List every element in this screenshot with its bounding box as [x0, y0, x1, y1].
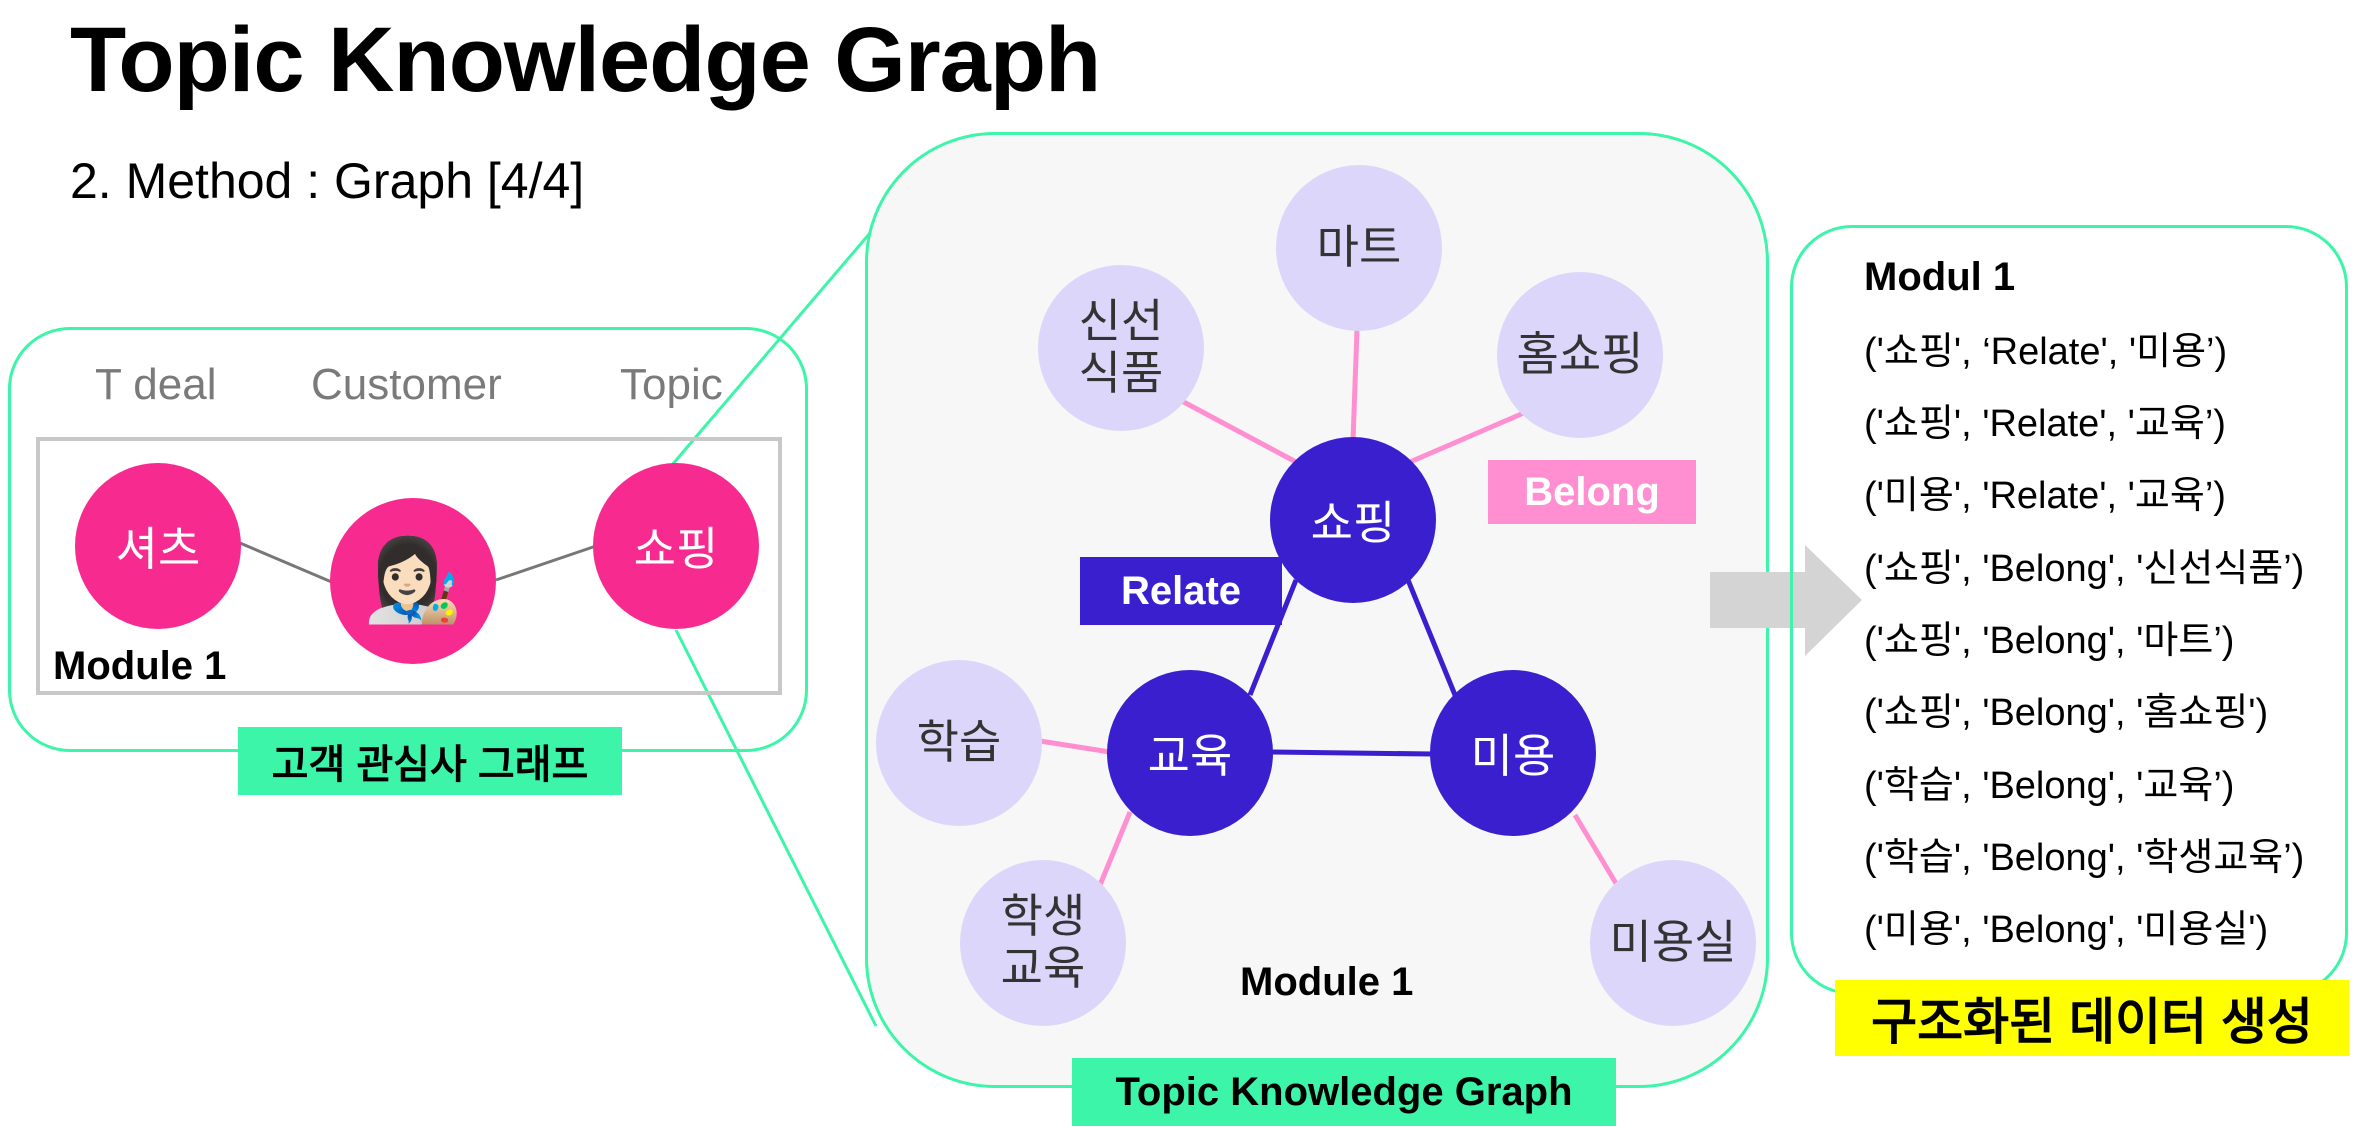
column-header-topic: Topic	[620, 360, 723, 409]
node-study: 학습	[876, 660, 1042, 826]
topic-node: 쇼핑	[593, 463, 759, 629]
page-subtitle: 2. Method : Graph [4/4]	[70, 153, 585, 209]
triple-row: ('쇼핑', ‘Relate', '미용’)	[1864, 331, 2228, 373]
column-header-tdeal: T deal	[95, 360, 217, 409]
structured-data-caption: 구조화된 데이터 생성	[1835, 980, 2349, 1056]
node-salon: 미용실	[1590, 860, 1756, 1026]
tdeal-node: 셔츠	[75, 463, 241, 629]
node-student-education: 학생 교육	[960, 860, 1126, 1026]
column-header-customer: Customer	[311, 360, 502, 409]
edge-customer-topic	[495, 544, 597, 582]
triple-row: ('미용', 'Relate', '교육’)	[1864, 475, 2226, 517]
node-mart: 마트	[1276, 165, 1442, 331]
relate-label: Relate	[1080, 557, 1282, 625]
knowledge-graph-caption: Topic Knowledge Graph	[1072, 1058, 1616, 1126]
zoom-line-bottom	[674, 629, 878, 1027]
graph-module-label: Module 1	[1240, 960, 1414, 1004]
node-beauty: 미용	[1430, 670, 1596, 836]
node-student-education-line2: 교육	[1000, 942, 1086, 994]
relate-edge-shopping-education	[1247, 579, 1299, 696]
page-title: Topic Knowledge Graph	[70, 9, 1101, 111]
relate-edge-education-beauty	[1271, 749, 1433, 757]
triple-row: ('학습', 'Belong', '교육’)	[1864, 765, 2235, 807]
module-heading: Modul 1	[1864, 255, 2016, 299]
node-fresh-food-line1: 신선	[1078, 295, 1164, 348]
belong-edge-study	[1039, 738, 1111, 755]
triple-row: ('쇼핑', 'Belong', '홈쇼핑')	[1864, 692, 2269, 734]
triple-row: ('학습', 'Belong', '학생교육’)	[1864, 837, 2305, 879]
node-fresh-food-line2: 식품	[1078, 347, 1164, 399]
node-fresh-food: 신선 식품	[1038, 265, 1204, 431]
node-home-shopping: 홈쇼핑	[1497, 272, 1663, 438]
artist-emoji-icon: 👩🏻‍🎨	[363, 536, 463, 625]
triple-row: ('쇼핑', 'Belong', '신선식품’)	[1864, 548, 2305, 590]
triple-row: ('미용', 'Belong', '미용실')	[1864, 909, 2269, 951]
customer-node: 👩🏻‍🎨	[330, 498, 496, 664]
belong-edge-salon	[1572, 813, 1620, 887]
belong-edge-mart	[1350, 329, 1360, 441]
belong-label: Belong	[1488, 460, 1696, 524]
left-module-label: Module 1	[53, 644, 227, 688]
relate-edge-shopping-beauty	[1405, 579, 1458, 696]
module-box	[36, 437, 782, 695]
node-education: 교육	[1107, 670, 1273, 836]
belong-edge-student	[1097, 811, 1133, 886]
belong-edge-homeshopping	[1409, 409, 1527, 465]
edge-tdeal-customer	[239, 541, 335, 585]
belong-edge-fresh	[1178, 397, 1298, 465]
node-student-education-line1: 학생	[1000, 890, 1086, 943]
customer-interest-caption: 고객 관심사 그래프	[238, 727, 622, 795]
triple-row: ('쇼핑', 'Belong', '마트’)	[1864, 620, 2235, 662]
triple-row: ('쇼핑', 'Relate', '교육’)	[1864, 403, 2226, 445]
node-shopping: 쇼핑	[1270, 437, 1436, 603]
